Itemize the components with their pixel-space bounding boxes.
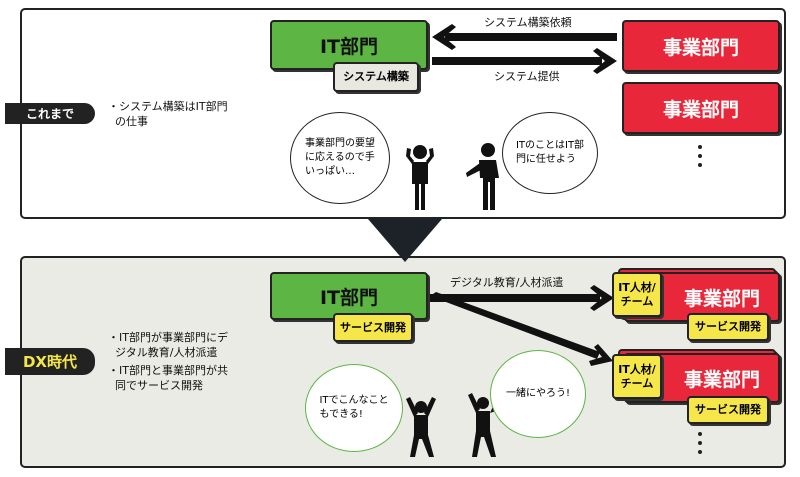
system-build-tag: システム構築 [333, 62, 419, 92]
speech-bubble-left: ITでこんなこともできる! [305, 364, 403, 452]
speech-bubble-left: 事業部門の要望に応えるので手いっぱい… [290, 112, 390, 204]
bubble-line: 門に任せよう [515, 154, 576, 165]
service-dev-tag: サービス開発 [687, 396, 769, 424]
bullet-line: ・IT部門が事業部門にデ [108, 331, 228, 344]
request-label: システム構築依頼 [484, 16, 572, 29]
bubble-line: ITのことはIT部 [515, 140, 585, 151]
before-bullets: ・システム構築はIT部門 の仕事 [108, 99, 228, 129]
provide-label: システム提供 [494, 70, 560, 83]
service-dev-tag: サービス開発 [687, 313, 769, 341]
bubble-line: 事業部門の要望 [305, 138, 375, 149]
dx-bullets: ・IT部門が事業部門にデ ジタル教育/人材派遣 ・IT部門と事業部門が共 同でサ… [108, 330, 228, 393]
business-dept-label: 事業部門 [662, 98, 739, 121]
business-dept-label: 事業部門 [683, 287, 760, 310]
business-dept-label: 事業部門 [683, 368, 760, 391]
bubble-line: 一緒にやろう! [505, 388, 570, 399]
it-dept-label: IT部門 [319, 35, 379, 58]
it-talent-tag: IT人材/チーム [612, 354, 662, 399]
dx-pill: DX時代 [5, 348, 95, 375]
speech-bubble-right: ITのことはIT部門に任せよう [502, 112, 598, 194]
it-talent-tag: IT人材/チーム [612, 272, 662, 317]
business-dept-box: 事業部門 [622, 82, 780, 134]
request-arrow [432, 24, 617, 50]
bullet-line: の仕事 [115, 115, 148, 128]
dx-it-dept-box: IT部門 [270, 272, 428, 320]
business-dept-box: 事業部門 [622, 20, 780, 72]
bullet-line: ・システム構築はIT部門 [108, 100, 228, 113]
education-label: デジタル教育/人材派遣 [450, 276, 564, 289]
cheering-person-icon [406, 397, 436, 457]
bullet-line: ・IT部門と事業部門が共 [108, 364, 228, 377]
bullet-line: 同でサービス開発 [115, 379, 203, 392]
bullet-line: ジタル教育/人材派遣 [115, 346, 218, 359]
service-dev-tag: サービス開発 [333, 313, 413, 342]
speech-bubble-right: 一緒にやろう! [490, 350, 586, 438]
more-dots-icon [698, 432, 702, 459]
relaxed-person-icon [466, 143, 499, 210]
transition-triangle [368, 219, 442, 262]
it-dept-label: IT部門 [319, 286, 379, 309]
bubble-line: もできる! [319, 409, 363, 420]
business-dept-label: 事業部門 [662, 36, 739, 59]
before-pill: これまで [5, 103, 95, 124]
stressed-person-icon [406, 145, 434, 210]
it-dept-box: IT部門 [270, 20, 428, 70]
bubble-line: ITでこんなこと [319, 395, 389, 406]
provide-arrow [432, 48, 617, 74]
bubble-line: いっぱい… [305, 166, 355, 177]
dx-arrow-lower [430, 292, 613, 366]
more-dots-icon [698, 145, 702, 172]
dx-arrow-upper [430, 285, 614, 311]
bubble-line: に応えるので手 [305, 152, 375, 163]
